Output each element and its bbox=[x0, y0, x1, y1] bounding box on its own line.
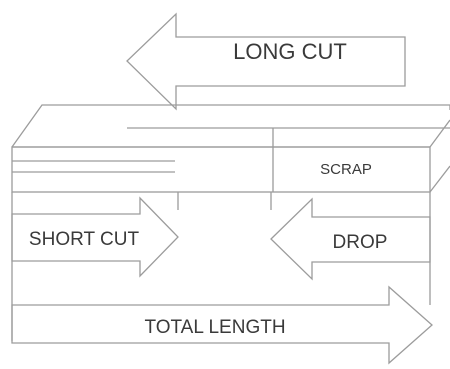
total-length-label: TOTAL LENGTH bbox=[144, 317, 285, 338]
total-length-arrow: TOTAL LENGTH bbox=[11, 285, 433, 365]
long-cut-label: LONG CUT bbox=[233, 39, 347, 64]
long-cut-arrow: LONG CUT bbox=[126, 12, 406, 111]
short-cut-arrow-shape bbox=[11, 196, 179, 278]
board-right-top-edge bbox=[429, 119, 450, 148]
board: SCRAP bbox=[11, 104, 450, 193]
short-cut-arrow: SHORT CUT bbox=[11, 196, 179, 278]
short-cut-label: SHORT CUT bbox=[29, 229, 140, 250]
board-top-face bbox=[11, 104, 450, 148]
drop-label: DROP bbox=[333, 232, 388, 253]
scrap-label: SCRAP bbox=[320, 161, 372, 178]
drop-arrow: DROP bbox=[270, 197, 431, 281]
board-front-face bbox=[11, 146, 431, 193]
total-length-arrow-shape bbox=[11, 285, 433, 365]
board-right-bottom-edge bbox=[429, 165, 450, 193]
